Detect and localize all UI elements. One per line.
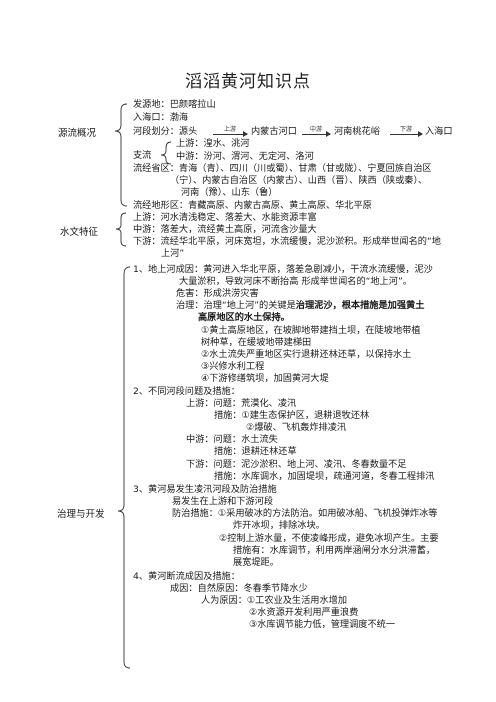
upstream-measure-1: 措施：①建生态保护区，退耕退牧还林 [214, 410, 370, 421]
provinces-line-2: （宁）、内蒙古自治区（内蒙古）、山西（晋）、陕西（陕或秦）、 [170, 175, 428, 186]
upstream-measure-2: ②爆破、飞机轰炸排凌汛 [246, 422, 347, 433]
section-4-human-1: 人为原因：①工农业及生活用水增加 [201, 595, 348, 606]
category-governance: 治理与开发 [57, 509, 105, 520]
hydro-downstream-2: 上河” [161, 248, 185, 259]
measure-2: ②水土流失严重地区实行退耕还林还草，以保持水土 [201, 349, 412, 360]
measure-1b: 树种草，在缓坡地带建梯田 [201, 337, 312, 348]
section-1-heading: 1、地上河成因：黄河进入华北平原，落差急剧减小，干流水流缓慢，泥沙 [133, 264, 433, 275]
section-4-natural: 成因：自然原因：冬春季节降水少 [170, 583, 308, 594]
section-1-control: 治理：治理“地上河”的关键是治理泥沙，根本措施是加强黄土 [176, 300, 424, 311]
midstream-problem: 中游：问题：水土流失 [186, 434, 278, 445]
section-4-heading: 4、黄河断流成因及措施： [133, 571, 240, 582]
hydro-midstream: 中游：落差大，流经黄土高原，河流含沙量大 [133, 224, 317, 235]
arrow-downstream: 下游 [390, 124, 423, 137]
midstream-measure: 措施：退耕还林还草 [214, 446, 297, 457]
section-4-human-3: ③水库调节能力低，管理调度不统一 [249, 619, 396, 630]
division-label: 河段划分：源头 [133, 126, 198, 137]
tributary-midstream: 中游：汾河、渭河、无定河、洛河 [176, 151, 314, 162]
downstream-measure: 措施：水库调水，加固堤坝，疏通河道，冬春工程排汛 [214, 471, 435, 482]
tributary-label: 支流 [133, 150, 152, 161]
division-point-2: 河南桃花峪 [334, 126, 380, 137]
hydro-downstream-1: 下游：流经华北平原，河床宽坦，水流缓慢，泥沙淤积。形成举世闻名的“地 [133, 236, 441, 247]
arrow-label: 下游 [399, 126, 412, 133]
control-text: 治理：治理“地上河”的关键是 [176, 300, 296, 311]
governance-bracket [117, 266, 131, 669]
division-point-3: 入海口 [425, 126, 453, 137]
provinces-line-1: 流经省区：青海（青）、四川（川或蜀）、甘肃（甘或陇）、宁夏回族自治区 [133, 163, 432, 174]
arrow-label: 上游 [223, 126, 236, 133]
arrow-midstream: 中游 [302, 124, 331, 137]
terrain-line: 流经地形区：青藏高原、内蒙古高原、黄土高原、华北平原 [133, 200, 372, 211]
section-3-measure-1a: 防治措施：①采用破冰的方法防治。如用破冰船、飞机投弹炸冰等 [172, 508, 438, 519]
section-3-measure-1b: 炸开冰坝，排除冰块。 [233, 520, 325, 531]
source-bracket [114, 103, 128, 207]
arrow-upstream: 上游 [213, 124, 248, 137]
section-1-harm: 危害：形成洪涝灾害 [176, 288, 259, 299]
division-point-1: 内蒙古河口 [251, 126, 297, 137]
section-1-line-2: 大量淤积，导致河床不断抬高 形成举世闻名的“地上河”。 [179, 276, 412, 287]
measure-1a: ①黄土高原地区，在坡脚地带建挡土坝，在陡坡地带植 [201, 325, 421, 336]
arrow-label: 中游 [309, 126, 322, 133]
provinces-line-3: 河南（豫）、山东（鲁） [181, 187, 278, 198]
section-4-human-2: ②水资源开发利用严重浪费 [249, 607, 359, 618]
section-3-heading: 3、黄河易发生凌汛河段及防治措施 [133, 484, 277, 495]
upstream-problem: 上游：问题：荒漠化、凌汛 [186, 398, 297, 409]
measure-3: ③兴修水利工程 [201, 361, 265, 372]
section-3-measure-2c: 展宽堤距。 [233, 557, 279, 568]
hydro-bracket [115, 212, 127, 247]
mouth-line: 入海口：渤海 [133, 112, 189, 123]
downstream-problem: 下游：问题：泥沙淤积、地上河、凌汛、冬春数量不足 [186, 459, 407, 470]
section-2-heading: 2、不同河段问题及措施： [133, 386, 240, 397]
page-title: 滔滔黄河知识点 [185, 72, 311, 92]
origin-line: 发源地：巴颜喀拉山 [133, 99, 216, 110]
section-3-measure-2b: 措施有：水库调节，利用两岸涵闸分水分洪滞蓄， [233, 545, 436, 556]
section-3-location: 易发生在上游和下游河段 [172, 496, 274, 507]
measure-4: ④下游修缮筑坝，加固黄河大堤 [201, 373, 329, 384]
section-3-measure-2a: ②控制上游水量，不使凌峰形成，避免冰坝产生。主要 [219, 533, 439, 544]
category-source: 源流概况 [58, 128, 97, 139]
section-1-control-2: 高原地区的水土保持。 [198, 312, 290, 323]
hydro-upstream: 上游：河水清浅稳定、落差大、水能资源丰富 [133, 212, 317, 223]
tributary-upstream: 上游：湟水、洮河 [176, 138, 250, 149]
control-key-text: 治理泥沙，根本措施是加强黄土 [295, 300, 425, 311]
tributary-bracket [160, 141, 172, 165]
category-hydro: 水文特征 [60, 227, 99, 238]
